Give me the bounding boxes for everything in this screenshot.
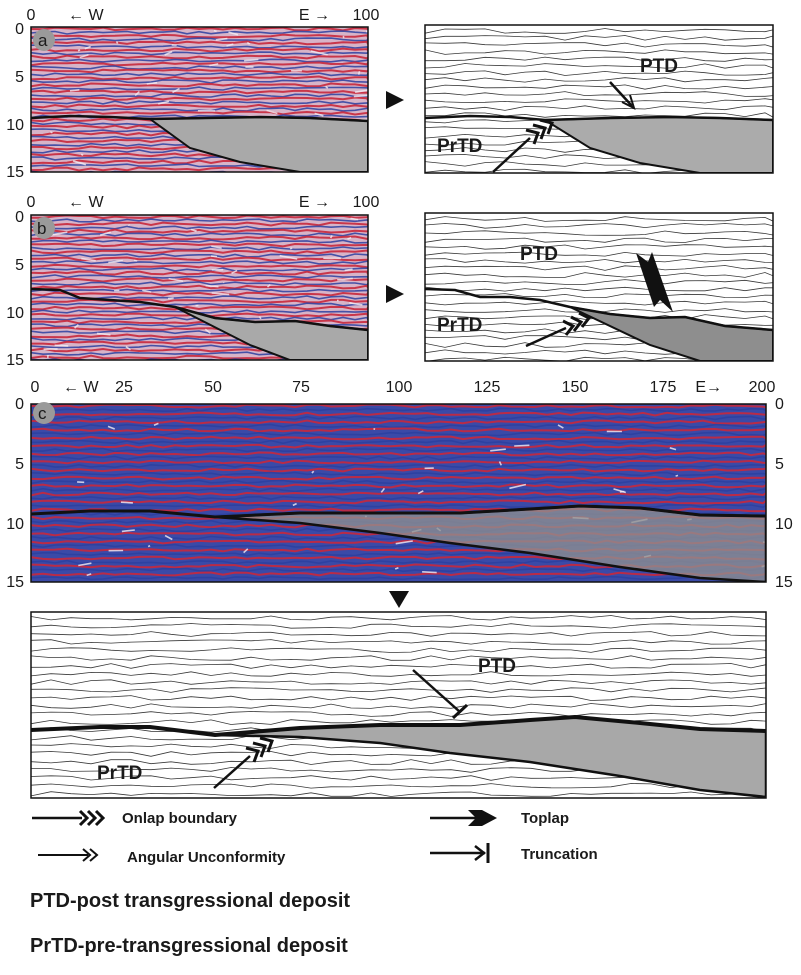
panel-c-interpretation: PTD PrTD (30, 611, 767, 799)
panel-c-depth-10: 10 (6, 516, 24, 533)
panel-b-x-left: 0 (27, 194, 36, 211)
panel-a-seismic: a (30, 26, 369, 173)
panel-b-badge (33, 217, 55, 239)
panel-b-letter: b (37, 219, 46, 238)
panel-c-depth-15-right: 15 (775, 574, 793, 591)
panel-c-depth-0-right: 0 (775, 396, 784, 413)
panel-a-x-right: 100 (353, 7, 380, 24)
panel-b-dir-east: E → (299, 194, 330, 211)
label-prtd-a: PrTD (437, 136, 482, 157)
panel-c-seismic: c (30, 402, 767, 583)
toplap-arrow-icon-a (609, 81, 636, 110)
panel-c-x-0: 0 (31, 379, 40, 396)
truncation-symbol-icon (430, 843, 490, 863)
interpretation-b-frame (424, 212, 774, 362)
onlap-arrow-icon-c (213, 736, 274, 789)
legend-onlap-label: Onlap boundary (122, 810, 238, 827)
panel-c-frame (30, 403, 767, 583)
label-ptd-c: PTD (478, 656, 516, 677)
label-prtd-c: PrTD (97, 763, 142, 784)
panel-b-depth-0: 0 (15, 209, 24, 226)
panel-a-depth-0: 0 (15, 21, 24, 38)
unconformity-line-c (30, 504, 767, 519)
onlap-arrow-icon-b (525, 311, 592, 348)
panel-a-depth-5: 5 (15, 69, 24, 86)
panel-b-interpretation: PTD PrTD (424, 212, 774, 362)
panel-b-depth-5: 5 (15, 257, 24, 274)
panel-c-depth-10-right: 10 (775, 516, 793, 533)
toplap-arrow-icon-b (636, 252, 673, 312)
legend: Onlap boundary Angular Unconformity Topl… (32, 809, 598, 866)
panel-c-x-175: 175 (650, 379, 677, 396)
panel-a-x-left: 0 (27, 7, 36, 24)
panel-b-depth-15: 15 (6, 352, 24, 369)
panel-c-axes: 0 ← W 25 50 75 100 125 150 175 E→ 200 0 … (6, 379, 793, 591)
panel-a-axes: 0 ← W E → 100 0 5 10 15 (6, 7, 379, 181)
onlap-symbol-icon (32, 809, 106, 827)
panel-a-frame (30, 26, 369, 173)
panel-c-x-100: 100 (386, 379, 413, 396)
panel-c-x-150: 150 (562, 379, 589, 396)
panel-c-depth-5-right: 5 (775, 456, 784, 473)
panel-b-depth-10: 10 (6, 305, 24, 322)
panel-c-dir-east: E→ (695, 379, 722, 396)
panel-c-x-25: 25 (115, 379, 133, 396)
panel-c-badge (33, 402, 55, 424)
panel-c-depth-5: 5 (15, 456, 24, 473)
panel-c-depth-15: 15 (6, 574, 24, 591)
arrow-down-icon-c (389, 591, 409, 608)
panel-b-x-right: 100 (353, 194, 380, 211)
label-ptd-b: PTD (520, 244, 558, 265)
panel-b-dir-west: ← W (68, 194, 104, 211)
footnote-prtd: PrTD-pre-transgressional deposit (30, 935, 348, 957)
panel-a-badge (33, 29, 55, 51)
interpretation-c-frame (30, 611, 767, 799)
unconformity-line-a (30, 114, 369, 123)
panel-a-dir-east: E → (299, 7, 330, 24)
legend-truncation: Truncation (430, 843, 598, 863)
interpretation-a-unconformity (424, 114, 774, 122)
interpretation-b-reflectors (425, 216, 773, 361)
interpretation-c-unconformity (30, 714, 767, 738)
panel-c-x-50: 50 (204, 379, 222, 396)
panel-c-letter: c (38, 404, 47, 423)
panel-c-x-125: 125 (474, 379, 501, 396)
panel-a-interpretation: PTD PrTD (424, 24, 774, 174)
unconformity-line-b (30, 287, 369, 332)
legend-truncation-label: Truncation (521, 846, 598, 863)
legend-angular: Angular Unconformity (38, 848, 286, 866)
panel-c-x-200: 200 (749, 379, 776, 396)
panel-a-dir-west: ← W (68, 7, 104, 24)
panel-b-seismic: b (30, 214, 369, 361)
footnote-ptd: PTD-post transgressional deposit (30, 890, 351, 912)
legend-toplap-label: Toplap (521, 810, 569, 827)
panel-c-dir-west: ← W (63, 379, 99, 396)
legend-toplap: Toplap (430, 810, 569, 827)
truncation-arrow-icon-c (412, 669, 469, 720)
arrow-right-icon-b (386, 285, 404, 303)
onlap-arrow-icon-a (492, 118, 554, 173)
panel-a-depth-15: 15 (6, 164, 24, 181)
legend-onlap: Onlap boundary (32, 809, 238, 827)
panel-a-depth-10: 10 (6, 117, 24, 134)
panel-c-x-75: 75 (292, 379, 310, 396)
angular-unconformity-symbol-icon (38, 848, 99, 862)
interpretation-b-unconformity (424, 287, 774, 332)
toplap-symbol-icon (430, 810, 497, 826)
legend-angular-label: Angular Unconformity (127, 849, 286, 866)
label-ptd-a: PTD (640, 56, 678, 77)
panel-b-frame (30, 214, 369, 361)
panel-a-letter: a (38, 31, 48, 50)
arrow-right-icon-a (386, 91, 404, 109)
interpretation-a-frame (424, 24, 774, 174)
panel-b-axes: 0 ← W E → 100 0 5 10 15 (6, 194, 379, 369)
label-prtd-b: PrTD (437, 315, 482, 336)
panel-c-depth-0: 0 (15, 396, 24, 413)
